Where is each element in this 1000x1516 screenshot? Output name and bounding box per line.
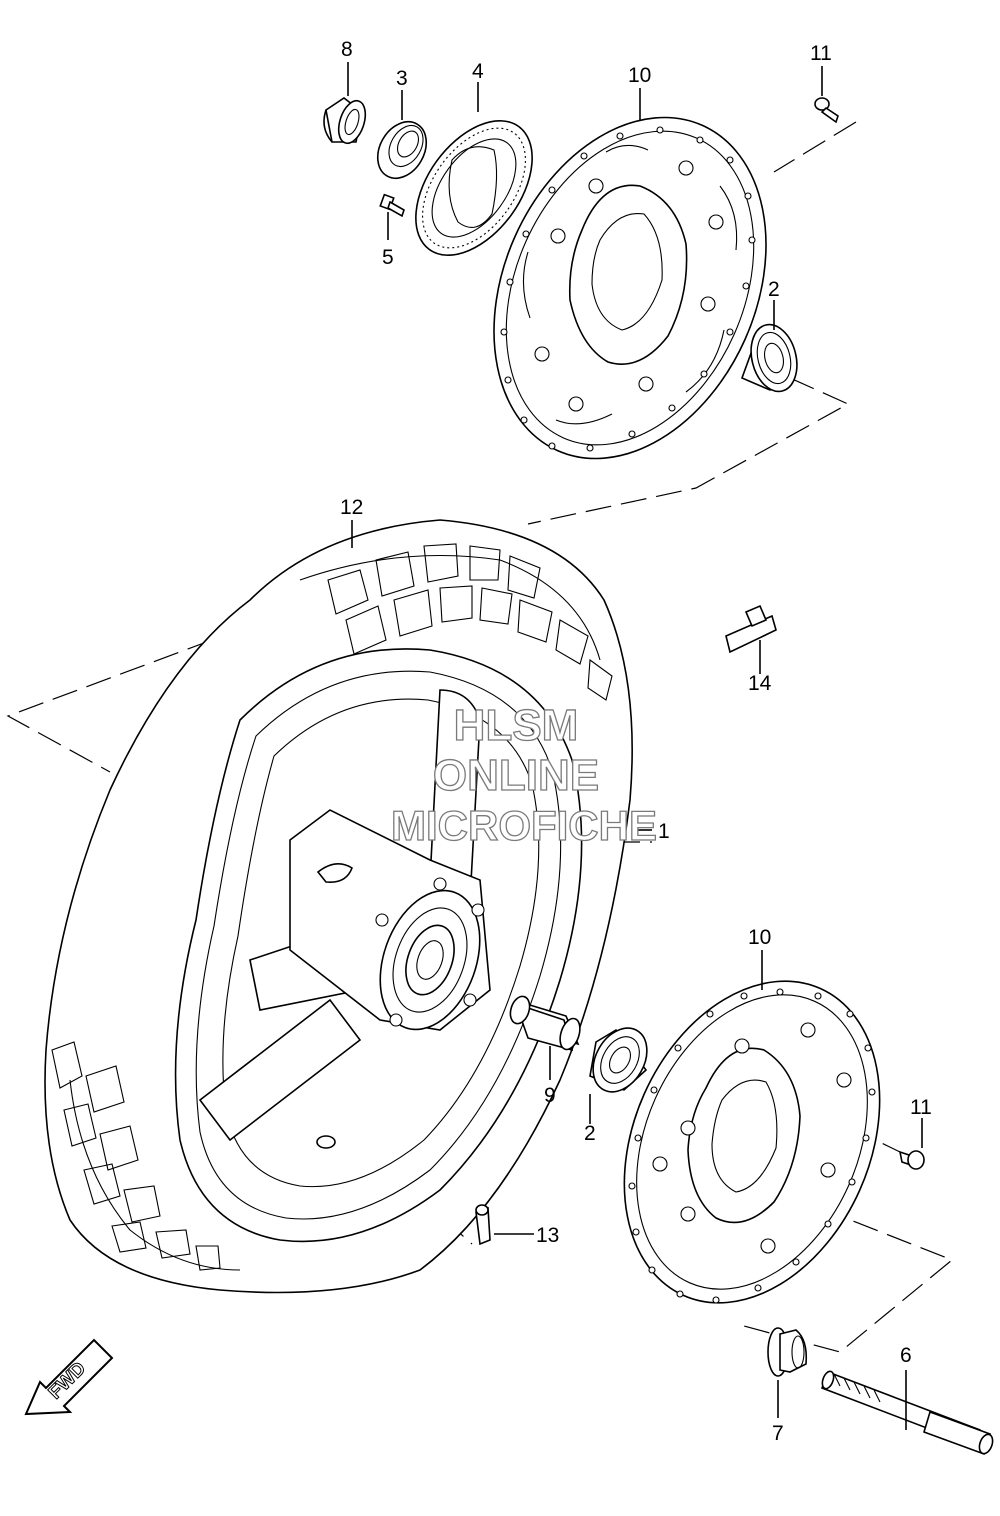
callout-2-bottom: 2 [584, 1122, 596, 1145]
dust-seal-part-3 [376, 120, 428, 180]
front-axle-part-6 [820, 1370, 994, 1456]
balancer-part-14 [725, 604, 777, 654]
watermark-line-3: MICROFICHE [391, 802, 657, 849]
wheel-part-1 [174, 648, 583, 1243]
callout-7: 7 [772, 1422, 784, 1445]
watermark-line-2: ONLINE [433, 751, 599, 800]
disc-perforations-top [500, 126, 756, 452]
callout-numbers: 8 3 4 5 10 11 2 12 14 1 10 11 9 2 13 6 7 [340, 38, 932, 1445]
callout-13: 13 [536, 1224, 559, 1247]
callout-10-bottom: 10 [748, 926, 771, 949]
callout-5: 5 [382, 246, 394, 269]
disc-bolt-top-part-11 [814, 97, 839, 124]
leader-lines [347, 62, 923, 1430]
callout-9: 9 [544, 1084, 556, 1107]
fwd-arrow-icon: FWD [24, 1338, 114, 1416]
collar-part-7 [767, 1327, 808, 1377]
tread-blocks-bottom [51, 1041, 221, 1271]
bolt-part-5 [379, 193, 405, 218]
brake-disc-top-part-10 [493, 116, 767, 460]
disc-perforations-bottom [628, 988, 876, 1304]
callout-11-bottom: 11 [910, 1096, 932, 1119]
spacer-part-8 [323, 97, 367, 145]
watermark: HLSM ONLINE MICROFICHE [390, 700, 657, 849]
callout-12: 12 [340, 496, 363, 519]
abs-sensor-ring-part-4 [415, 120, 533, 256]
callout-11-top: 11 [810, 42, 832, 65]
callout-6: 6 [900, 1344, 912, 1367]
valve-part-13 [475, 1204, 491, 1246]
bearing-top-part-2 [740, 323, 798, 393]
callout-4: 4 [472, 60, 484, 83]
spacer-part-9 [509, 995, 581, 1052]
brake-disc-bottom-part-10 [623, 980, 881, 1304]
callout-2-top: 2 [768, 278, 780, 301]
watermark-line-1: HLSM [454, 701, 579, 750]
callout-8: 8 [341, 38, 353, 61]
callout-1: 1 [658, 820, 670, 843]
callout-3: 3 [396, 67, 408, 90]
bearing-bottom-part-2 [589, 1027, 648, 1093]
disc-bolt-bottom-part-11 [898, 1150, 925, 1170]
callout-14: 14 [748, 672, 772, 695]
tread-blocks-top [327, 543, 613, 701]
callout-10-top: 10 [628, 64, 651, 87]
